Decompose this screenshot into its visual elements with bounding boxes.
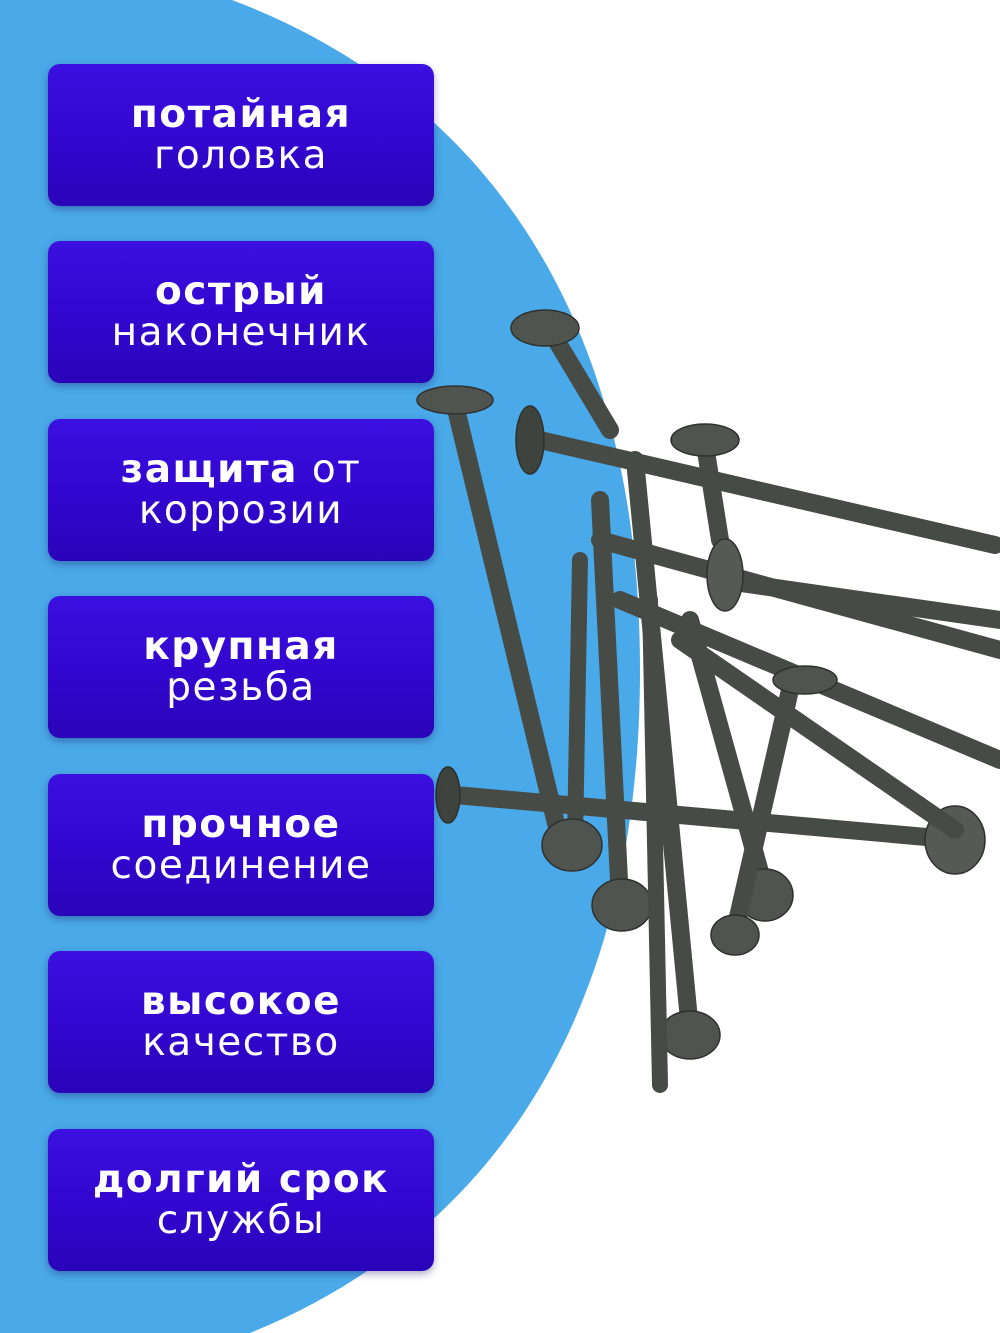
feature-subtitle: качество bbox=[142, 1020, 340, 1065]
feature-text: высокое качество bbox=[141, 981, 341, 1063]
feature-subtitle: наконечник bbox=[111, 310, 371, 355]
feature-subtitle: резьба bbox=[166, 665, 316, 710]
feature-badge-strong-connection: прочное соединение bbox=[48, 774, 434, 916]
feature-title: потайная bbox=[130, 92, 352, 137]
feature-title: долгий срок bbox=[92, 1157, 390, 1202]
feature-badge-sharp-tip: острый наконечник bbox=[48, 241, 434, 383]
feature-title: защита bbox=[120, 447, 298, 492]
feature-text: крупная резьба bbox=[143, 626, 339, 708]
feature-text: прочное соединение bbox=[111, 804, 372, 886]
feature-title-suffix: от bbox=[297, 447, 362, 492]
feature-subtitle: соединение bbox=[110, 843, 372, 888]
feature-badge-countersunk-head: потайная головка bbox=[48, 64, 434, 206]
feature-badge-long-service-life: долгий срок службы bbox=[48, 1129, 434, 1271]
feature-title: высокое bbox=[140, 979, 342, 1024]
feature-title: крупная bbox=[143, 624, 339, 669]
feature-badge-coarse-thread: крупная резьба bbox=[48, 596, 434, 738]
feature-title: острый bbox=[154, 269, 328, 314]
feature-text: острый наконечник bbox=[112, 271, 371, 353]
feature-subtitle: службы bbox=[156, 1198, 326, 1243]
feature-text: потайная головка bbox=[131, 94, 351, 176]
feature-subtitle: коррозии bbox=[138, 488, 344, 533]
feature-badge-corrosion-protection: защита от коррозии bbox=[48, 419, 434, 561]
feature-text: долгий срок службы bbox=[93, 1159, 389, 1241]
feature-badge-high-quality: высокое качество bbox=[48, 951, 434, 1093]
feature-title: прочное bbox=[141, 802, 341, 847]
feature-text: защита от коррозии bbox=[121, 449, 362, 531]
feature-subtitle: головка bbox=[153, 133, 329, 178]
